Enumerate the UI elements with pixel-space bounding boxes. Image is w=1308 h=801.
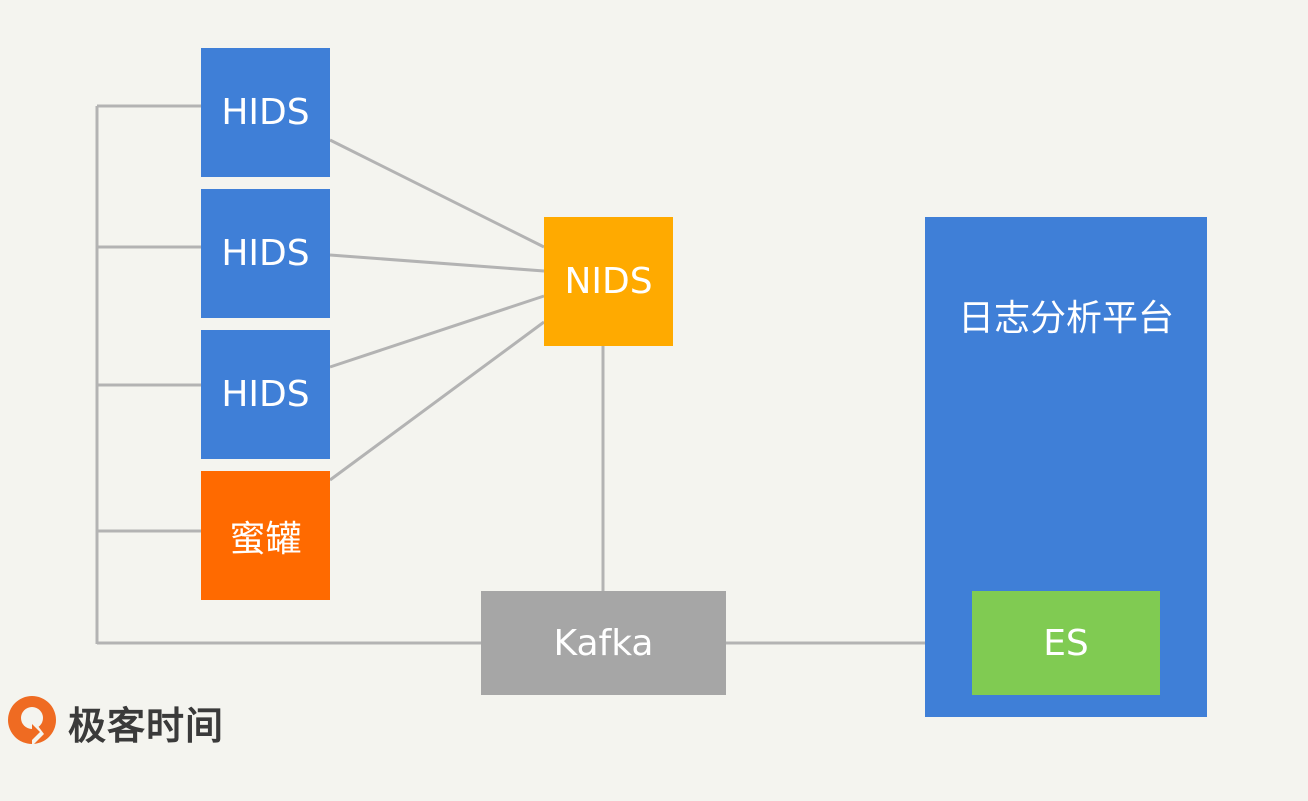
logo-text: 极客时间 xyxy=(68,703,225,748)
edge-hids-3-nids xyxy=(329,294,545,369)
edge-honeypot-nids xyxy=(329,320,545,482)
honeypot-node: 蜜罐 xyxy=(201,471,330,600)
platform-label: 日志分析平台 xyxy=(957,298,1174,339)
geektime-logo: 极客时间 xyxy=(4,694,224,750)
edge-hids-2-nids xyxy=(329,253,545,273)
nids-node: NIDS xyxy=(544,217,673,346)
edge-hids-1-nids xyxy=(329,138,545,249)
hids-node-1: HIDS xyxy=(201,48,330,177)
hids-node-3: HIDS xyxy=(201,330,330,459)
kafka-node: Kafka xyxy=(481,591,726,695)
hids-node-2: HIDS xyxy=(201,189,330,318)
es-node: ES xyxy=(972,591,1160,695)
geektime-logo-icon xyxy=(8,696,56,746)
